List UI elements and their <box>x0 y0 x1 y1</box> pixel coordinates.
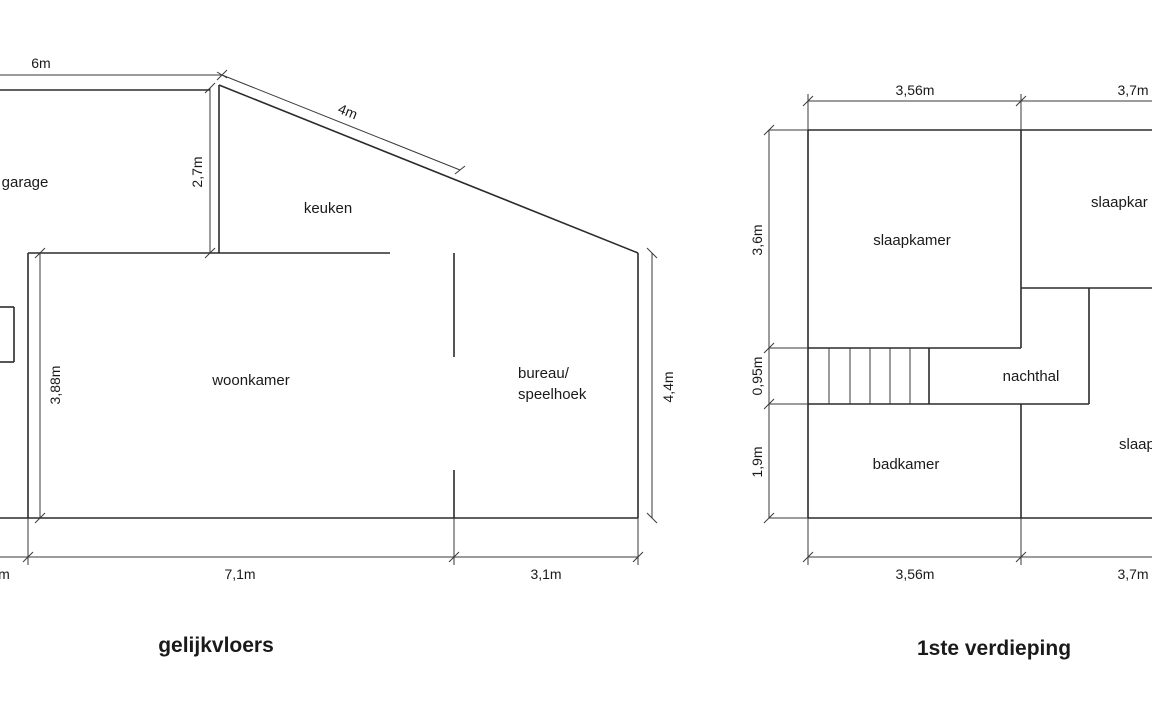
ff-dimension-bottom: 3,56m 3,7m <box>802 518 1152 582</box>
first-floor-walls <box>807 129 1152 519</box>
dim-label-right-height: 4,4m <box>660 371 676 402</box>
ground-floor-title: gelijkvloers <box>158 634 274 657</box>
room-label-slaapkamer-right-top: slaapkar <box>1091 194 1148 211</box>
dim-label-bottom-living: 7,1m <box>224 566 255 582</box>
first-floor-title: 1ste verdieping <box>917 637 1071 660</box>
ground-floor-plan: 6m <box>0 55 676 657</box>
room-label-slaapkamer-right-bottom: slaap <box>1119 436 1152 453</box>
dim-label-kitchen-height: 2,7m <box>189 156 205 187</box>
room-label-woonkamer: woonkamer <box>211 372 290 389</box>
sloped-wall <box>218 84 639 254</box>
dim-label-top-width: 6m <box>31 55 50 71</box>
dimension-living-height: 3,88m <box>34 247 63 524</box>
dim-label-living-height: 3,88m <box>47 366 63 405</box>
room-label-badkamer: badkamer <box>873 456 940 473</box>
dim-label-slope: 4m <box>336 100 360 122</box>
ff-dim-label-top-right: 3,7m <box>1117 82 1148 98</box>
ground-floor-walls <box>0 84 639 519</box>
dim-label-bottom-left-partial: m <box>0 566 10 582</box>
dimension-right-height: 4,4m <box>646 247 676 524</box>
dimension-kitchen-height: 2,7m <box>189 82 216 259</box>
ff-dimension-left: 3,6m 0,95m 1,9m <box>749 124 808 524</box>
first-floor-plan: 3,56m 3,7m 3,6m 0,95m 1,9m 3,56m 3 <box>749 82 1152 660</box>
room-label-nachthal: nachthal <box>1003 368 1060 385</box>
room-label-bureau: bureau/ <box>518 365 570 382</box>
dim-label-bottom-bureau: 3,1m <box>530 566 561 582</box>
ff-dim-label-left-top: 3,6m <box>749 224 765 255</box>
ff-dim-label-bottom-left: 3,56m <box>896 566 935 582</box>
ff-dim-label-left-middle: 0,95m <box>749 357 765 396</box>
stairs <box>828 348 911 404</box>
room-label-slaapkamer-left: slaapkamer <box>873 232 951 249</box>
room-label-speelhoek: speelhoek <box>518 386 587 403</box>
room-label-keuken: keuken <box>304 200 352 217</box>
dimension-slope: 4m <box>216 71 466 175</box>
ff-dim-label-left-bottom: 1,9m <box>749 446 765 477</box>
room-label-garage: garage <box>2 174 49 191</box>
ff-dim-label-top-left: 3,56m <box>896 82 935 98</box>
ff-dim-label-bottom-right: 3,7m <box>1117 566 1148 582</box>
dimension-bottom: m 7,1m 3,1m <box>0 518 644 582</box>
dimension-top-width: 6m <box>0 55 228 81</box>
ff-dimension-top: 3,56m 3,7m <box>802 82 1152 130</box>
